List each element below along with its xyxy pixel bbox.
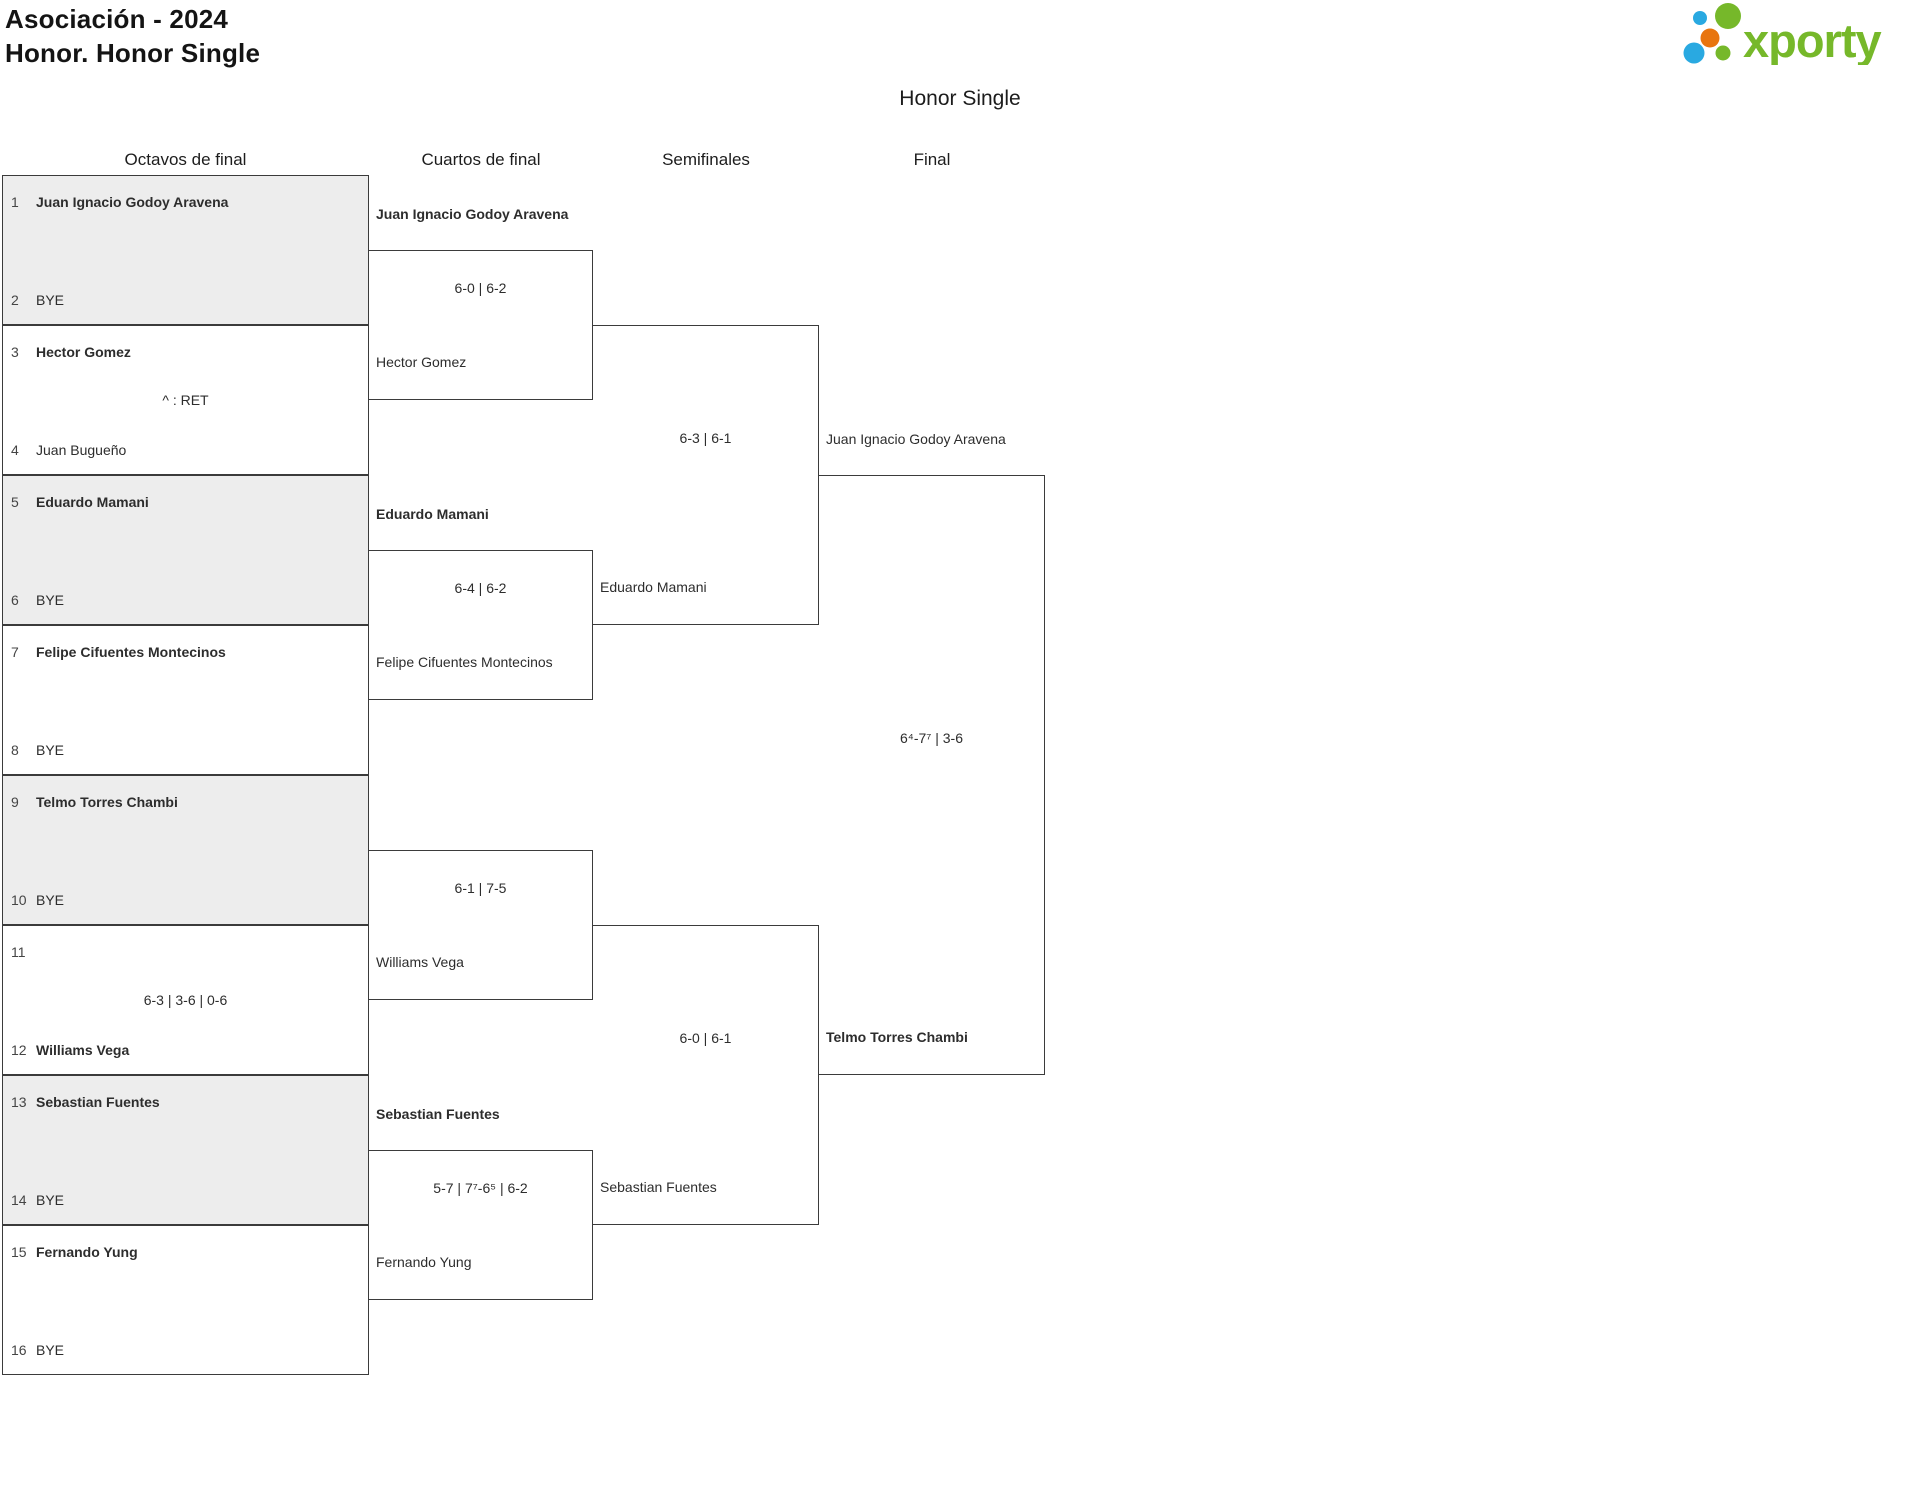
player-slot[interactable]: 5 Eduardo Mamani (3, 492, 362, 512)
advancing-player-label[interactable]: Telmo Torres Chambi (826, 1029, 968, 1045)
advancing-player-label[interactable]: Juan Ignacio Godoy Aravena (826, 431, 1006, 447)
quarterfinal-match-4: Sebastian Fuentes 5-7 | 7⁷-6⁵ | 6-2 Fern… (369, 1106, 593, 1300)
quarterfinal-match-3: 6-1 | 7-5 Williams Vega (369, 850, 593, 1000)
seed-number: 9 (11, 794, 19, 810)
player-slot[interactable]: 13 Sebastian Fuentes (3, 1092, 362, 1112)
advancing-player-label[interactable]: Eduardo Mamani (376, 506, 489, 522)
bye-slot: 14 BYE (3, 1190, 362, 1210)
player-slot[interactable]: 1 Juan Ignacio Godoy Aravena (3, 192, 362, 212)
logo-dot-orange (1700, 28, 1720, 48)
match-score: 6-1 | 7-5 (454, 880, 507, 896)
xporty-logo[interactable]: xporty (1679, 1, 1914, 65)
advancing-player-label[interactable]: Hector Gomez (376, 354, 467, 370)
seed-number: 5 (11, 494, 19, 510)
bye-slot: 2 BYE (3, 290, 362, 310)
match-score: 6⁴-7⁷ | 3-6 (900, 730, 963, 746)
seed-number: 6 (11, 592, 19, 608)
player-name: BYE (36, 1192, 65, 1208)
player-name: Felipe Cifuentes Montecinos (36, 644, 226, 660)
tournament-title: Asociación - 2024 Honor. Honor Single (5, 2, 260, 70)
round1-match-6: 11 6-3 | 3-6 | 0-6 12 Williams Vega (2, 925, 369, 1075)
final-match: Juan Ignacio Godoy Aravena 6⁴-7⁷ | 3-6 T… (819, 431, 1045, 1075)
round-header-octavos: Octavos de final (124, 150, 247, 169)
bye-slot: 8 BYE (3, 740, 362, 760)
seed-number: 15 (11, 1244, 27, 1260)
seed-number: 16 (11, 1342, 27, 1358)
logo-dot-green-large (1715, 3, 1741, 29)
round-header-semifinales: Semifinales (662, 150, 750, 169)
player-slot[interactable]: 7 Felipe Cifuentes Montecinos (3, 642, 362, 662)
seed-number: 12 (11, 1042, 27, 1058)
round-header-cuartos: Cuartos de final (421, 150, 541, 169)
match-score: 6-4 | 6-2 (454, 580, 507, 596)
round1-match-1: 1 Juan Ignacio Godoy Aravena 2 BYE (2, 175, 369, 325)
seed-number: 4 (11, 442, 19, 458)
category-name: Honor. Honor Single (5, 38, 261, 68)
quarterfinal-match-2: Eduardo Mamani 6-4 | 6-2 Felipe Cifuente… (369, 506, 593, 700)
advancing-player-label[interactable]: Sebastian Fuentes (600, 1179, 717, 1195)
advancing-player-label[interactable]: Juan Ignacio Godoy Aravena (376, 206, 569, 222)
semifinal-match-2: 6-0 | 6-1 Sebastian Fuentes (593, 925, 819, 1225)
player-name: Williams Vega (36, 1042, 130, 1058)
logo-dot-blue-small (1693, 11, 1707, 25)
round1-match-5: 9 Telmo Torres Chambi 10 BYE (2, 775, 369, 925)
advancing-player-label[interactable]: Williams Vega (376, 954, 464, 970)
bye-slot: 10 BYE (3, 890, 362, 910)
seed-number: 7 (11, 644, 19, 660)
round1-match-3: 5 Eduardo Mamani 6 BYE (2, 475, 369, 625)
player-name: BYE (36, 742, 65, 758)
player-name: Juan Bugueño (36, 442, 127, 458)
round1-match-4: 7 Felipe Cifuentes Montecinos 8 BYE (2, 625, 369, 775)
bye-slot: 6 BYE (3, 590, 362, 610)
player-name: Sebastian Fuentes (36, 1094, 160, 1110)
seed-number: 10 (11, 892, 27, 908)
player-name: Telmo Torres Chambi (36, 794, 178, 810)
seed-number: 8 (11, 742, 19, 758)
advancing-player-label[interactable]: Sebastian Fuentes (376, 1106, 500, 1122)
round1-match-7: 13 Sebastian Fuentes 14 BYE (2, 1075, 369, 1225)
player-slot[interactable]: 4 Juan Bugueño (3, 440, 362, 460)
player-slot[interactable]: 3 Hector Gomez (3, 342, 362, 362)
match-note-retirement: ^ : RET (162, 392, 209, 408)
match-score: 5-7 | 7⁷-6⁵ | 6-2 (433, 1180, 528, 1196)
match-score: 6-3 | 3-6 | 0-6 (143, 992, 228, 1008)
quarterfinal-match-1: Juan Ignacio Godoy Aravena 6-0 | 6-2 Hec… (369, 206, 593, 400)
round1-match-8: 15 Fernando Yung 16 BYE (2, 1225, 369, 1375)
advancing-player-label[interactable]: Eduardo Mamani (600, 579, 707, 595)
player-name: BYE (36, 1342, 65, 1358)
seed-number: 2 (11, 292, 19, 308)
match-score: 6-0 | 6-2 (454, 280, 507, 296)
player-name: BYE (36, 892, 65, 908)
advancing-player-label[interactable]: Felipe Cifuentes Montecinos (376, 654, 553, 670)
advancing-player-label[interactable]: Fernando Yung (376, 1254, 472, 1270)
seed-number: 1 (11, 194, 19, 210)
player-name: Juan Ignacio Godoy Aravena (36, 194, 229, 210)
logo-dot-green-small (1715, 45, 1731, 61)
match-score: 6-3 | 6-1 (679, 430, 732, 446)
player-name: BYE (36, 292, 65, 308)
player-name: Eduardo Mamani (36, 494, 149, 510)
seed-number: 14 (11, 1192, 27, 1208)
logo-dot-blue-large (1683, 42, 1705, 64)
round-header-final: Final (913, 150, 951, 169)
tournament-name: Asociación - 2024 (5, 4, 229, 34)
player-slot[interactable]: 9 Telmo Torres Chambi (3, 792, 362, 812)
seed-number: 3 (11, 344, 19, 360)
semifinal-match-1: 6-3 | 6-1 Eduardo Mamani (593, 325, 819, 625)
player-name: BYE (36, 592, 65, 608)
player-slot[interactable]: 12 Williams Vega (3, 1040, 362, 1060)
player-name: Fernando Yung (36, 1244, 138, 1260)
player-name: Hector Gomez (36, 344, 131, 360)
logo-wordmark: xporty (1743, 14, 1882, 65)
round1-match-2: 3 Hector Gomez ^ : RET 4 Juan Bugueño (2, 325, 369, 475)
seed-number: 13 (11, 1094, 27, 1110)
empty-slot: 11 (3, 942, 362, 962)
bye-slot: 16 BYE (3, 1340, 362, 1360)
seed-number: 11 (11, 944, 26, 960)
draw-title: Honor Single (899, 87, 1021, 110)
player-slot[interactable]: 15 Fernando Yung (3, 1242, 362, 1262)
match-score: 6-0 | 6-1 (679, 1030, 732, 1046)
